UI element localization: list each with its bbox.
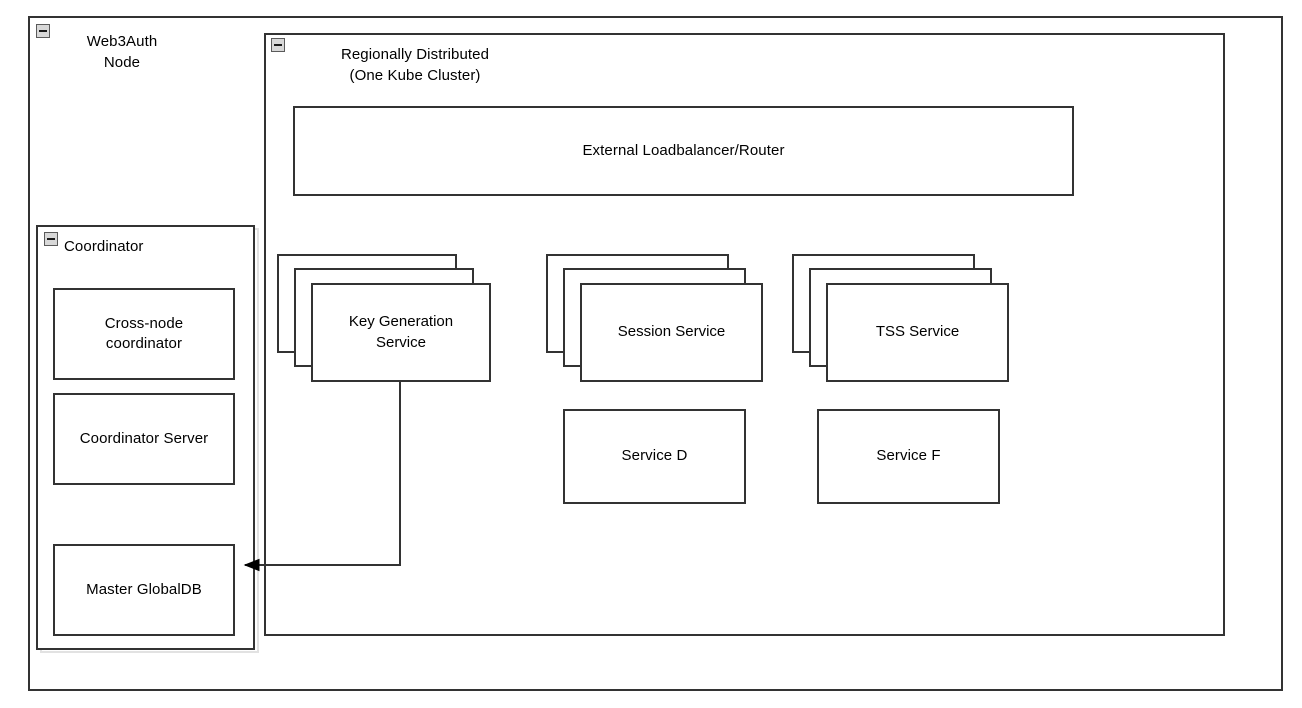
- session-service-label: Session Service: [617, 323, 726, 341]
- key-generation-service-box[interactable]: Key Generation Service: [311, 283, 491, 382]
- regionally-distributed-label: Regionally Distributed (One Kube Cluster…: [340, 46, 490, 84]
- service-f-box[interactable]: Service F: [817, 409, 1000, 504]
- coordinator-label: Coordinator: [64, 238, 144, 255]
- coordinator-server-box[interactable]: Coordinator Server: [53, 393, 235, 485]
- key-generation-service-stack[interactable]: Key Generation Service: [277, 254, 492, 382]
- service-d-box[interactable]: Service D: [563, 409, 746, 504]
- coordinator-server-label: Coordinator Server: [79, 429, 209, 447]
- master-globaldb-box[interactable]: Master GlobalDB: [53, 544, 235, 636]
- web3auth-node-label: Web3Auth Node: [86, 33, 158, 71]
- service-f-label: Service F: [876, 447, 941, 465]
- service-d-label: Service D: [621, 447, 688, 465]
- collapse-minus-icon[interactable]: [36, 24, 50, 38]
- tss-service-stack[interactable]: TSS Service: [792, 254, 1010, 382]
- external-loadbalancer-router-label: External Loadbalancer/Router: [582, 141, 785, 159]
- collapse-minus-icon[interactable]: [44, 232, 58, 246]
- session-service-box[interactable]: Session Service: [580, 283, 763, 382]
- tss-service-label: TSS Service: [875, 323, 960, 341]
- cross-node-coordinator-label: Cross-node coordinator: [104, 314, 184, 352]
- session-service-stack[interactable]: Session Service: [546, 254, 764, 382]
- cross-node-coordinator-box[interactable]: Cross-node coordinator: [53, 288, 235, 380]
- key-generation-service-label: Key Generation Service: [348, 313, 454, 351]
- collapse-minus-icon[interactable]: [271, 38, 285, 52]
- external-loadbalancer-router-box[interactable]: External Loadbalancer/Router: [293, 106, 1074, 196]
- master-globaldb-label: Master GlobalDB: [86, 580, 202, 598]
- tss-service-box[interactable]: TSS Service: [826, 283, 1009, 382]
